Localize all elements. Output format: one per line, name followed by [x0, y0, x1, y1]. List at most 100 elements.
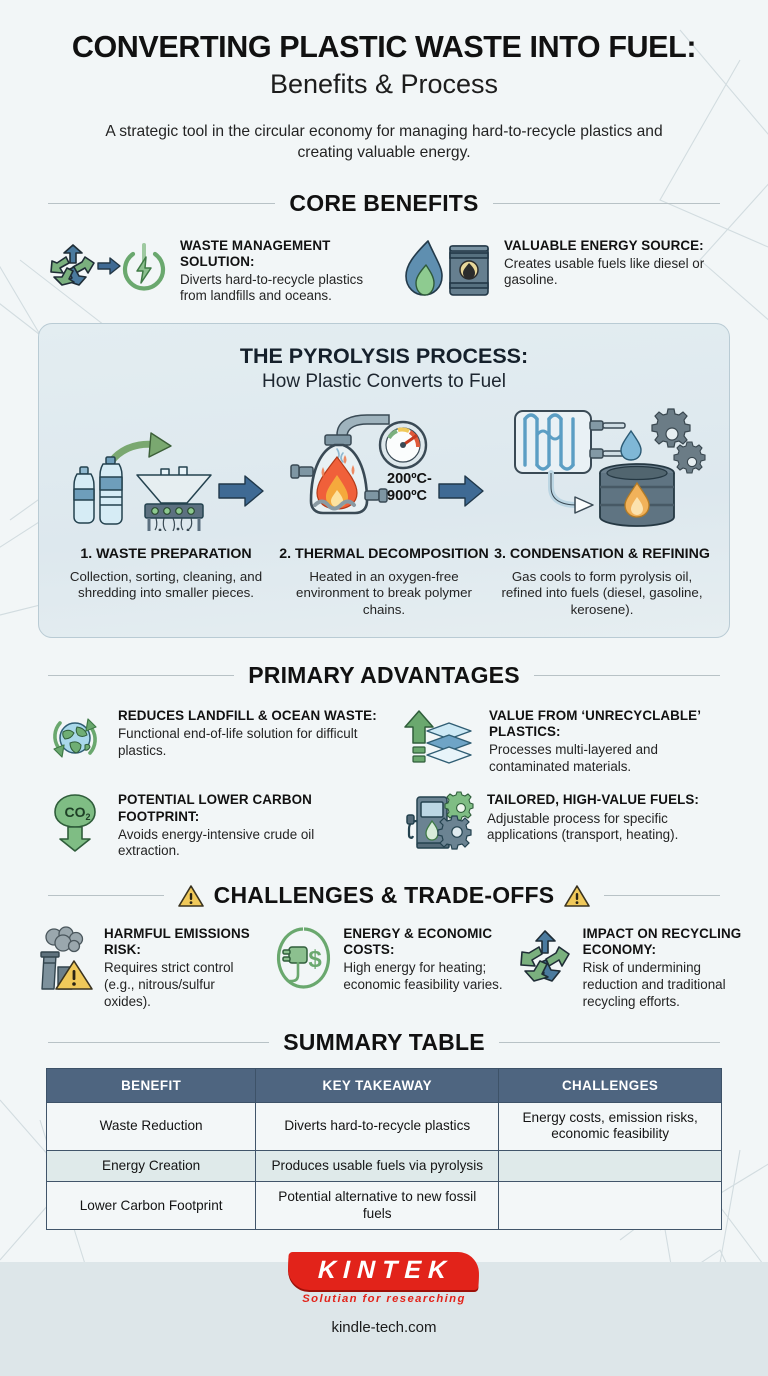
advantage-heading: REDUCES LANDFILL & OCEAN WASTE:	[118, 707, 377, 723]
benefit-waste-management: WASTE MANAGEMENT SOLUTION: Diverts hard-…	[30, 237, 380, 306]
table-col-key-takeaway: KEY TAKEAWAY	[255, 1067, 500, 1103]
challenge-heading: IMPACT ON RECYCLING ECONOMY:	[582, 926, 742, 958]
step-title: 3. CONDENSATION & REFINING	[494, 546, 710, 563]
process-step-2: 200ºC- 900ºC 2. THERMAL DECOMPOSITION He…	[275, 405, 493, 619]
advantage-body: Processes multi-layered and contaminated…	[489, 741, 658, 774]
step-body: Gas cools to form pyrolysis oil, refined…	[501, 568, 703, 618]
globe-recycle-icon	[44, 707, 106, 774]
section-header-summary: SUMMARY TABLE	[48, 1028, 721, 1056]
table-cell: Potential alternative to new fossil fuel…	[255, 1181, 500, 1231]
step-body: Heated in an oxygen-free environment to …	[296, 568, 472, 618]
divider-left	[48, 674, 235, 676]
table-row: Waste Reduction Diverts hard-to-recycle …	[45, 1101, 722, 1151]
logo-plate: KINTEK	[287, 1252, 481, 1291]
step-body: Collection, sorting, cleaning, and shred…	[69, 568, 263, 601]
pyrolysis-panel: THE PYROLYSIS PROCESS: How Plastic Conve…	[38, 323, 730, 638]
divider-right	[498, 1041, 721, 1043]
section-title: CHALLENGES & TRADE-OFFS	[213, 882, 555, 909]
logo-wordmark: KINTEK	[318, 1256, 455, 1285]
table-cell: Lower Carbon Footprint	[45, 1181, 257, 1231]
fuel-pump-gears-icon	[403, 791, 475, 858]
challenge-heading: HARMFUL EMISSIONS RISK:	[104, 926, 250, 958]
challenge-heading: ENERGY & ECONOMIC COSTS:	[343, 926, 493, 958]
page-subtitle: Benefits & Process	[269, 69, 499, 100]
divider-left	[48, 895, 164, 897]
divider-right	[533, 674, 720, 676]
divider-left	[48, 1041, 270, 1043]
challenges-list: HARMFUL EMISSIONS RISK: Requires strict …	[26, 925, 742, 1010]
section-header-challenges: CHALLENGES & TRADE-OFFS	[48, 882, 720, 909]
plug-dollar-icon: $	[275, 925, 333, 996]
page-title: CONVERTING PLASTIC WASTE INTO FUEL:	[71, 30, 697, 64]
challenge-energy-cost: $ ENERGY & ECONOMIC COSTS: High energy f…	[263, 925, 503, 1010]
table-row: Energy Creation Produces usable fuels vi…	[45, 1149, 722, 1183]
challenge-body: Risk of undermining reduction and tradit…	[582, 960, 726, 1009]
summary-table-wrap: BENEFIT KEY TAKEAWAY CHALLENGES Waste Re…	[45, 1067, 722, 1231]
step-title: 1. WASTE PREPARATION	[80, 546, 252, 563]
challenge-emissions: HARMFUL EMISSIONS RISK: Requires strict …	[26, 925, 263, 1010]
recycle-to-energy-icon	[42, 237, 168, 304]
advantage-carbon-footprint: CO 2 POTENTIAL LOWER CARBON FOOTPRINT: A…	[30, 791, 379, 860]
condenser-fuel-barrel-icon	[493, 405, 711, 536]
flame-oil-barrel-icon	[400, 237, 492, 304]
table-cell	[498, 1149, 722, 1183]
advantage-heading: VALUE FROM ‘UNRECYCLABLE’ PLASTICS:	[489, 707, 701, 739]
svg-text:CO: CO	[65, 804, 86, 820]
warning-triangle-icon-left	[177, 884, 204, 907]
table-row: Lower Carbon Footprint Potential alterna…	[45, 1181, 722, 1231]
table-col-challenges: CHALLENGES	[498, 1067, 722, 1103]
table-cell: Energy costs, emission risks, economic f…	[498, 1101, 722, 1151]
challenge-body: Requires strict control (e.g., nitrous/s…	[104, 960, 234, 1009]
advantage-tailored-fuels: TAILORED, HIGH-VALUE FUELS: Adjustable p…	[379, 791, 738, 860]
up-arrow-layers-icon	[403, 707, 477, 774]
section-title: SUMMARY TABLE	[283, 1028, 485, 1055]
table-header-row: BENEFIT KEY TAKEAWAY CHALLENGES	[45, 1067, 722, 1103]
kintek-logo[interactable]: KINTEK Solutian for researching	[287, 1252, 481, 1306]
table-cell	[498, 1181, 722, 1231]
co2-leaf-down-arrow-icon: CO 2	[44, 791, 106, 858]
panel-subtitle: How Plastic Converts to Fuel	[262, 371, 506, 393]
header: CONVERTING PLASTIC WASTE INTO FUEL: Bene…	[0, 0, 768, 164]
advantage-heading: TAILORED, HIGH-VALUE FUELS:	[487, 792, 699, 808]
intro-text: A strategic tool in the circular economy…	[105, 122, 663, 162]
advantage-heading: POTENTIAL LOWER CARBON FOOTPRINT:	[118, 792, 312, 824]
divider-right	[492, 202, 721, 204]
section-header-core-benefits: CORE BENEFITS	[48, 189, 721, 217]
advantage-unrecyclable-value: VALUE FROM ‘UNRECYCLABLE’ PLASTICS: Proc…	[379, 707, 738, 776]
divider-right	[604, 895, 720, 897]
svg-text:$: $	[309, 946, 323, 973]
temperature-label-line1: 200ºC-	[387, 471, 432, 487]
benefit-heading: VALUABLE ENERGY SOURCE:	[504, 237, 704, 253]
footer: KINTEK Solutian for researching kindle-t…	[0, 1230, 768, 1336]
benefit-valuable-energy: VALUABLE ENERGY SOURCE: Creates usable f…	[388, 237, 738, 306]
advantages-row-2: CO 2 POTENTIAL LOWER CARBON FOOTPRINT: A…	[30, 791, 738, 860]
section-title: CORE BENEFITS	[289, 189, 479, 216]
svg-text:2: 2	[85, 812, 90, 822]
footer-url[interactable]: kindle-tech.com	[331, 1319, 437, 1337]
section-header-advantages: PRIMARY ADVANTAGES	[48, 662, 720, 689]
section-title-wrap: CHALLENGES & TRADE-OFFS	[177, 882, 591, 909]
summary-table: BENEFIT KEY TAKEAWAY CHALLENGES Waste Re…	[45, 1067, 722, 1231]
recycle-arrows-icon	[515, 925, 573, 996]
table-cell: Waste Reduction	[45, 1101, 257, 1151]
logo-tagline: Solutian for researching	[302, 1293, 466, 1306]
divider-left	[48, 202, 276, 204]
table-col-benefit: BENEFIT	[45, 1067, 257, 1103]
advantage-body: Adjustable process for specific applicat…	[487, 810, 679, 843]
advantage-reduces-waste: REDUCES LANDFILL & OCEAN WASTE: Function…	[30, 707, 379, 776]
benefit-body: Diverts hard-to-recycle plastics from la…	[180, 271, 364, 304]
benefit-heading: WASTE MANAGEMENT SOLUTION:	[180, 237, 331, 269]
table-cell: Produces usable fuels via pyrolysis	[255, 1149, 500, 1183]
step-title: 2. THERMAL DECOMPOSITION	[279, 546, 489, 563]
process-step-3: 3. CONDENSATION & REFINING Gas cools to …	[493, 405, 711, 619]
panel-title: THE PYROLYSIS PROCESS:	[239, 344, 529, 369]
process-steps: 1. WASTE PREPARATION Collection, sorting…	[57, 405, 711, 619]
table-cell: Energy Creation	[45, 1149, 257, 1183]
challenge-recycling-economy: IMPACT ON RECYCLING ECONOMY: Risk of und…	[503, 925, 742, 1010]
table-cell: Diverts hard-to-recycle plastics	[255, 1101, 500, 1151]
challenge-body: High energy for heating; economic feasib…	[343, 960, 503, 993]
advantage-body: Functional end-of-life solution for diff…	[118, 725, 358, 758]
warning-triangle-icon-right	[564, 884, 591, 907]
advantage-body: Avoids energy-intensive crude oil extrac…	[118, 826, 315, 859]
temperature-label-line2: 900ºC	[387, 488, 427, 504]
